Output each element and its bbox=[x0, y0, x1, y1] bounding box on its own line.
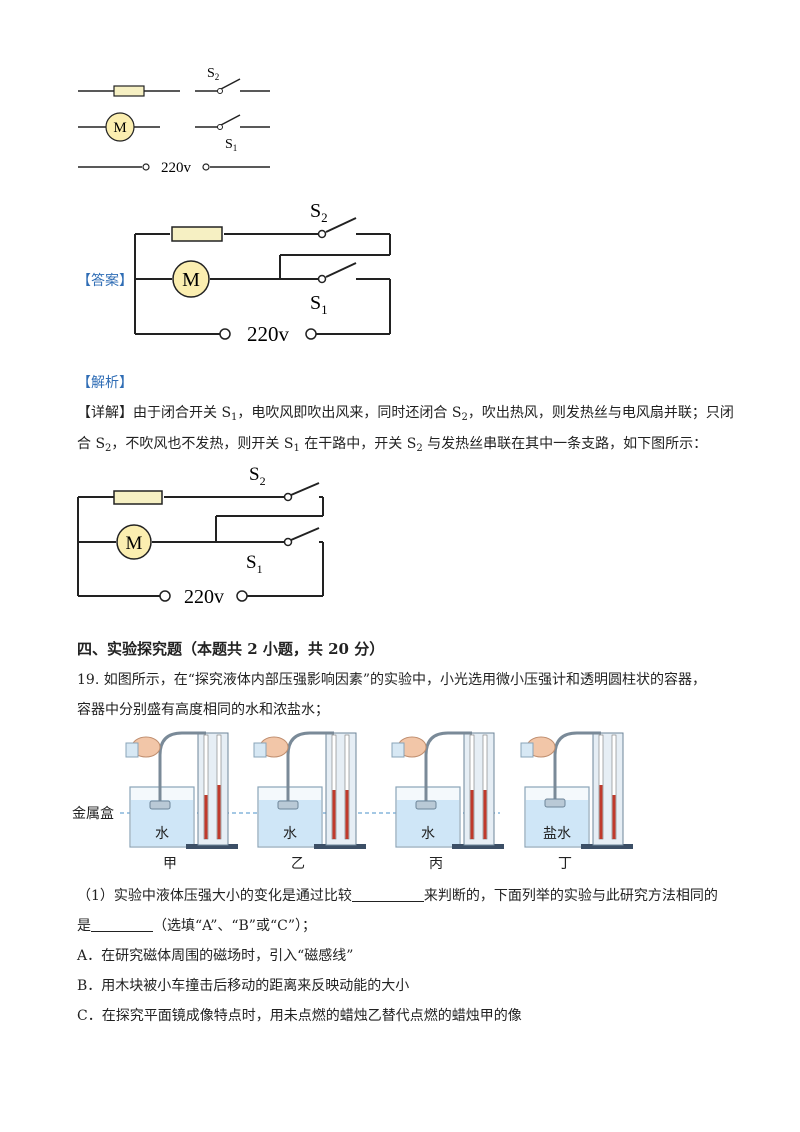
sleeve bbox=[253, 742, 267, 758]
gauge-board bbox=[463, 732, 495, 846]
motor-label: M bbox=[126, 533, 143, 554]
sleeve bbox=[125, 742, 139, 758]
experiment-setup: 水甲 bbox=[125, 731, 238, 872]
s1-label: S1 bbox=[225, 137, 237, 153]
motor bbox=[105, 112, 135, 142]
option-a: A．在研究磁体周围的磁场时，引入“磁感线” bbox=[77, 948, 354, 964]
switch-s1-contact bbox=[317, 274, 327, 284]
switch-s2-contact bbox=[217, 88, 223, 94]
gauge-liquid-left bbox=[470, 790, 474, 839]
voltage-label: 220v bbox=[161, 160, 192, 176]
gauge-board bbox=[592, 732, 624, 846]
gauge-base bbox=[314, 844, 366, 849]
part-1-line-2: 是（选填“A”、“B”或“C”）； bbox=[77, 916, 316, 934]
resistor bbox=[113, 85, 145, 97]
detail-line-2: 合 S2，不吹风也不发热，则开关 S1 在干路中，开关 S2 与发热丝串联在其中… bbox=[77, 436, 708, 454]
rubber-hose bbox=[286, 731, 334, 805]
motor-label: M bbox=[113, 120, 126, 136]
gauge-board bbox=[197, 732, 229, 846]
terminal-left bbox=[219, 328, 231, 340]
s2-label: S2 bbox=[249, 464, 266, 488]
s1-label: S1 bbox=[310, 292, 328, 317]
s2-label: S2 bbox=[207, 66, 219, 82]
analysis-tag: 【解析】 bbox=[77, 375, 133, 391]
gauge-liquid-right bbox=[483, 790, 487, 839]
part-1-line-1: （1）实验中液体压强大小的变化是通过比较来判断的，下面列举的实验与此研究方法相同… bbox=[77, 886, 718, 904]
heating-resistor bbox=[171, 226, 223, 242]
terminal-right bbox=[202, 163, 210, 171]
rubber-hose bbox=[158, 731, 206, 805]
gauge-board bbox=[325, 732, 357, 846]
terminal-left bbox=[142, 163, 150, 171]
question-19-line-2: 容器中分别盛有高度相同的水和浓盐水； bbox=[77, 702, 329, 718]
sleeve bbox=[391, 742, 405, 758]
heating-resistor bbox=[113, 490, 163, 505]
setup-caption: 丙 bbox=[429, 857, 443, 872]
answer-circuit-diagram: M S2 S1 220v bbox=[134, 200, 391, 346]
terminal-right bbox=[305, 328, 317, 340]
voltage-label: 220v bbox=[184, 586, 224, 608]
liquid-label: 水 bbox=[283, 826, 297, 842]
metal-box-probe bbox=[415, 800, 437, 810]
detail-circuit-diagram: M S2 S1 220v bbox=[77, 464, 324, 608]
motor bbox=[116, 524, 152, 560]
metal-box-probe bbox=[544, 798, 566, 808]
option-b: B．用木块被小车撞击后移动的距离来反映动能的大小 bbox=[77, 978, 410, 994]
motor-label: M bbox=[182, 269, 200, 291]
liquid-label: 盐水 bbox=[543, 826, 571, 842]
setup-caption: 甲 bbox=[163, 857, 177, 872]
setup-caption: 乙 bbox=[291, 856, 305, 872]
answer-tag: 【答案】 bbox=[77, 273, 133, 289]
switch-s1-contact bbox=[283, 537, 293, 547]
option-c: C．在探究平面镜成像特点时，用未点燃的蜡烛乙替代点燃的蜡烛甲的像 bbox=[77, 1008, 522, 1024]
setup-caption: 丁 bbox=[558, 857, 572, 872]
gauge-liquid-left bbox=[204, 795, 208, 839]
section-heading: 四、实验探究题（本题共 2 小题，共 20 分） bbox=[77, 640, 385, 658]
voltage-label: 220v bbox=[247, 322, 290, 346]
question-19-line-1: 19. 如图所示，在“探究液体内部压强影响因素”的实验中，小光选用微小压强计和透… bbox=[77, 672, 707, 688]
switch-s2-contact bbox=[317, 229, 327, 239]
experiment-setup: 水丙 bbox=[391, 731, 504, 872]
liquid-label: 水 bbox=[155, 826, 169, 842]
motor bbox=[172, 260, 210, 298]
gauge-base bbox=[186, 844, 238, 849]
experiment-setup: 盐水丁 bbox=[520, 731, 633, 872]
experiment-setup: 水乙 bbox=[253, 731, 366, 872]
rubber-hose bbox=[424, 731, 472, 805]
gauge-liquid-right bbox=[612, 795, 616, 839]
rubber-hose bbox=[553, 731, 601, 803]
terminal-left bbox=[159, 590, 171, 602]
answer-blank-1[interactable] bbox=[351, 886, 424, 902]
s2-label: S2 bbox=[310, 200, 328, 225]
metal-box-probe bbox=[277, 800, 299, 810]
gauge-liquid-left bbox=[599, 785, 603, 839]
gauge-liquid-right bbox=[217, 785, 221, 839]
answer-blank-2[interactable] bbox=[91, 916, 153, 932]
metal-box-probe bbox=[149, 800, 171, 810]
terminal-right bbox=[236, 590, 248, 602]
gauge-liquid-left bbox=[332, 790, 336, 839]
gauge-base bbox=[452, 844, 504, 849]
detail-line-1: 【详解】由于闭合开关 S1，电吹风即吹出风来，同时还闭合 S2，吹出热风，则发热… bbox=[77, 405, 734, 423]
switch-s2-contact bbox=[283, 492, 293, 502]
sleeve bbox=[520, 742, 534, 758]
components-diagram: M S2 S1 220v bbox=[78, 66, 270, 176]
gauge-base bbox=[581, 844, 633, 849]
switch-s1-contact bbox=[217, 124, 223, 130]
metal-box-label: 金属盒 bbox=[72, 806, 114, 822]
gauge-liquid-right bbox=[345, 790, 349, 839]
liquid-label: 水 bbox=[421, 826, 435, 842]
liquid bbox=[526, 800, 588, 846]
s1-label: S1 bbox=[246, 552, 263, 576]
